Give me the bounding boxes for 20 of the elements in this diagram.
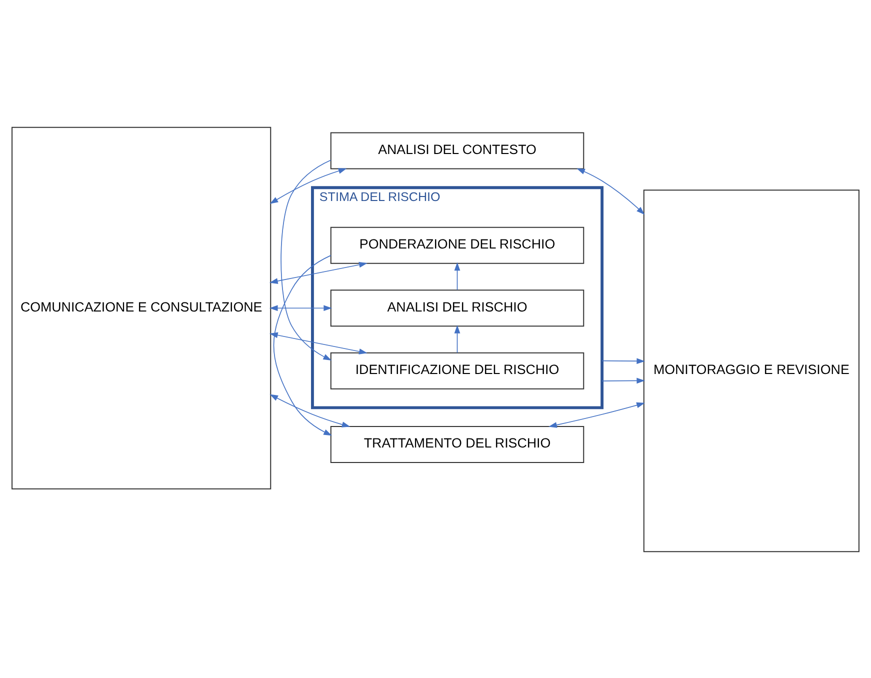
arrow bbox=[270, 168, 347, 204]
node-box: ANALISI DEL RISCHIO bbox=[330, 289, 584, 326]
arrow bbox=[576, 168, 645, 214]
arrow bbox=[269, 332, 368, 354]
arrow bbox=[280, 159, 332, 360]
node-box: COMUNICAZIONE E CONSULTAZIONE bbox=[12, 126, 272, 489]
node-box: MONITORAGGIO E REVISIONE bbox=[643, 189, 860, 552]
node-box: ANALISI DEL CONTESTO bbox=[330, 132, 584, 169]
node-box: TRATTAMENTO DEL RISCHIO bbox=[330, 426, 584, 463]
node-box: PONDERAZIONE DEL RISCHIO bbox=[330, 226, 584, 264]
arrow bbox=[602, 377, 646, 384]
arrow bbox=[454, 324, 460, 353]
arrow bbox=[273, 254, 332, 436]
arrow bbox=[602, 358, 646, 364]
arrow bbox=[270, 394, 350, 427]
arrow bbox=[454, 262, 460, 290]
node-box: IDENTIFICAZIONE DEL RISCHIO bbox=[330, 352, 584, 389]
arrow bbox=[269, 261, 368, 284]
arrow bbox=[269, 304, 332, 311]
arrow bbox=[548, 402, 645, 428]
